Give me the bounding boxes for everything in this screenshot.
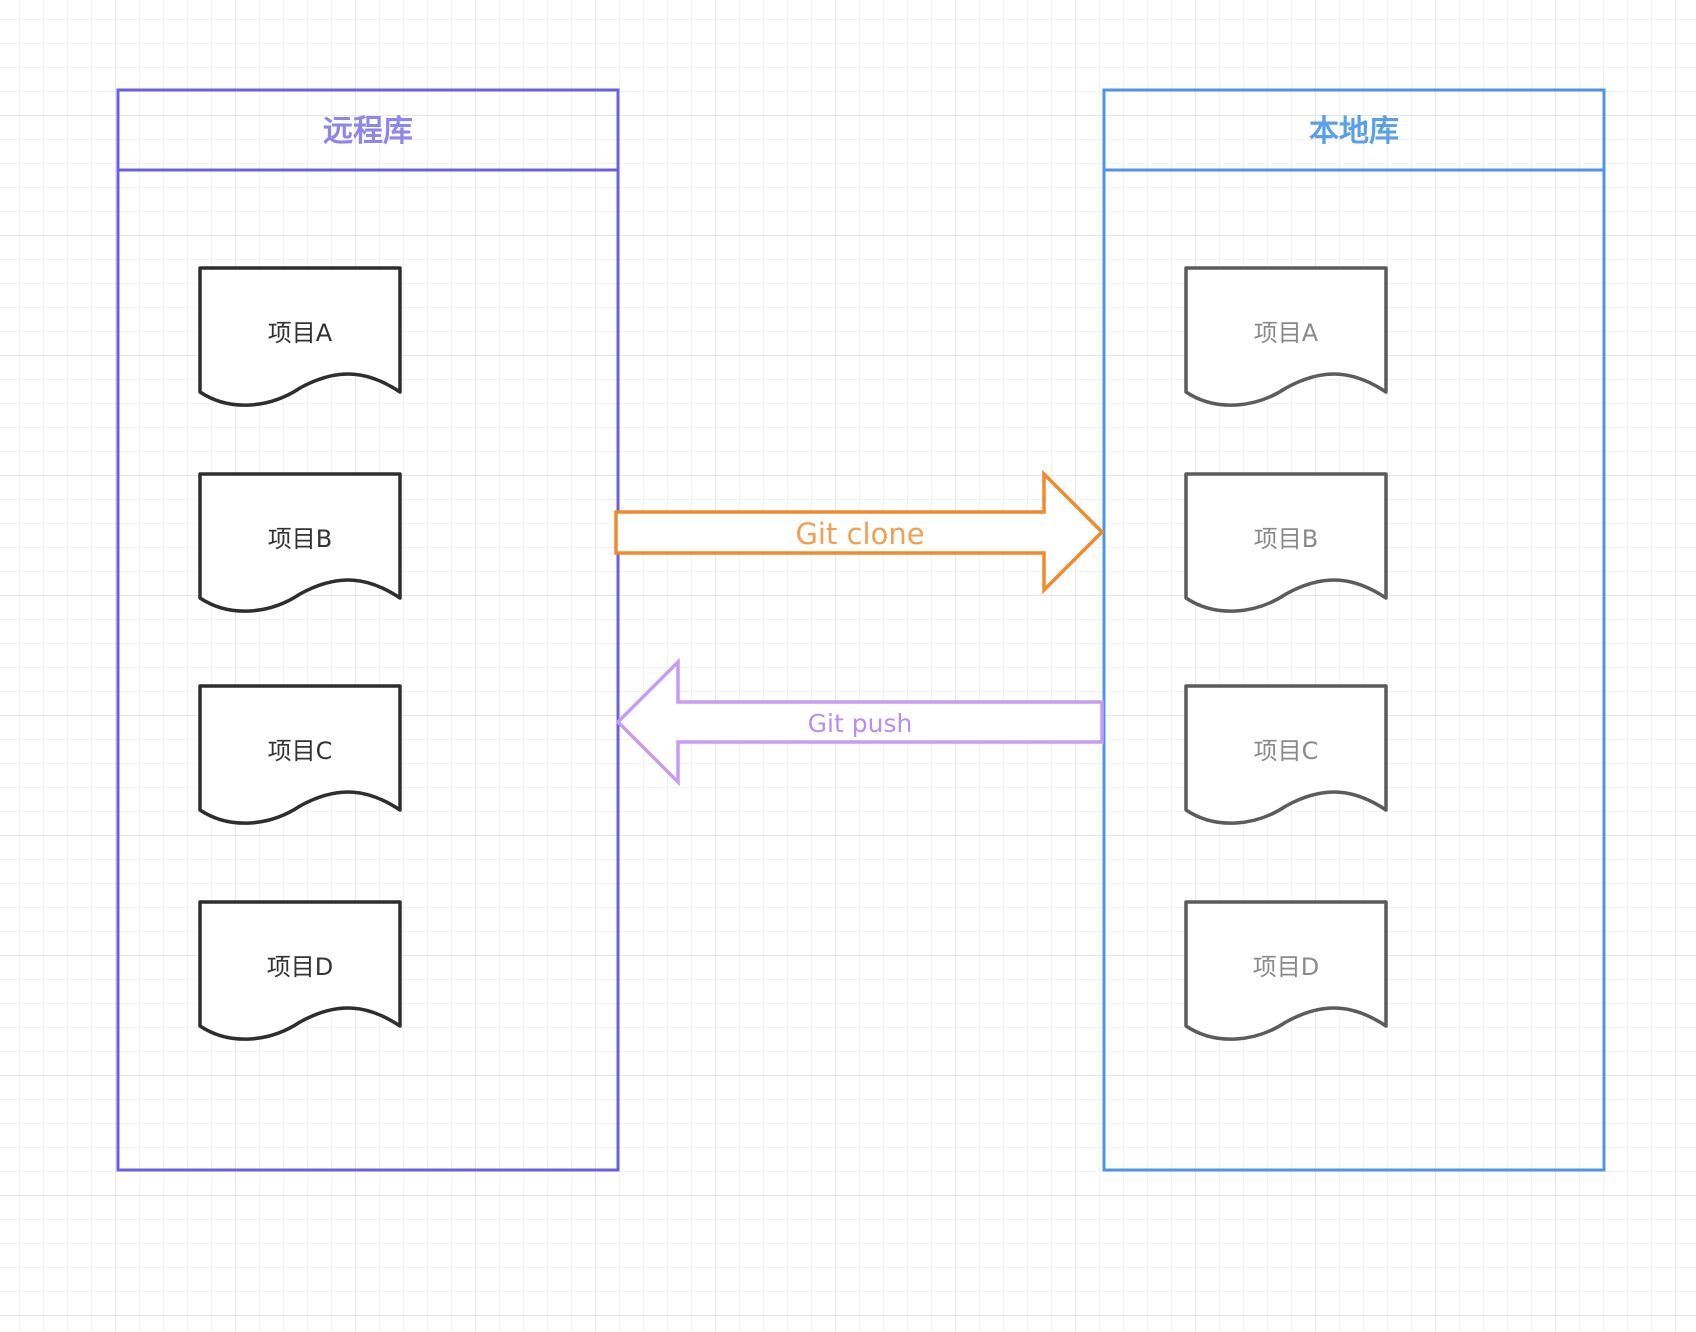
local-doc-project-a: 项目A: [1184, 266, 1388, 407]
git-push-arrow: Git push: [615, 657, 1104, 787]
document-label: 项目D: [1253, 953, 1319, 981]
push-arrow-shape: [615, 657, 1104, 787]
git-clone-arrow: Git clone: [614, 469, 1105, 595]
document-label: 项目C: [268, 737, 333, 765]
local-repo-container: 本地库: [1102, 88, 1606, 1172]
remote-repo-container: 远程库: [116, 88, 620, 1172]
document-shape: [198, 472, 402, 613]
clone-arrow-shape: [614, 469, 1105, 595]
clone-arrow-label: Git clone: [795, 517, 924, 551]
remote-doc-project-a: 项目A: [198, 266, 402, 407]
document-label: 项目A: [1254, 319, 1319, 347]
remote-doc-project-d: 项目D: [198, 900, 402, 1041]
remote-doc-project-b: 项目B: [198, 472, 402, 613]
remote-repo-title: 远程库: [323, 114, 413, 149]
local-doc-project-d: 项目D: [1184, 900, 1388, 1041]
document-shape: [1184, 900, 1388, 1041]
document-label: 项目B: [1254, 525, 1318, 553]
document-label: 项目C: [1254, 737, 1319, 765]
remote-doc-project-c: 项目C: [198, 684, 402, 825]
remote-repo-border: [116, 88, 620, 1172]
local-repo-border: [1102, 88, 1606, 1172]
local-doc-project-c: 项目C: [1184, 684, 1388, 825]
document-shape: [198, 684, 402, 825]
document-shape: [1184, 472, 1388, 613]
document-label: 项目B: [268, 525, 332, 553]
document-shape: [198, 266, 402, 407]
document-shape: [1184, 266, 1388, 407]
document-shape: [198, 900, 402, 1041]
document-shape: [1184, 684, 1388, 825]
document-label: 项目D: [267, 953, 333, 981]
document-label: 项目A: [268, 319, 333, 347]
local-doc-project-b: 项目B: [1184, 472, 1388, 613]
local-repo-title: 本地库: [1309, 114, 1399, 149]
push-arrow-label: Git push: [808, 709, 913, 738]
